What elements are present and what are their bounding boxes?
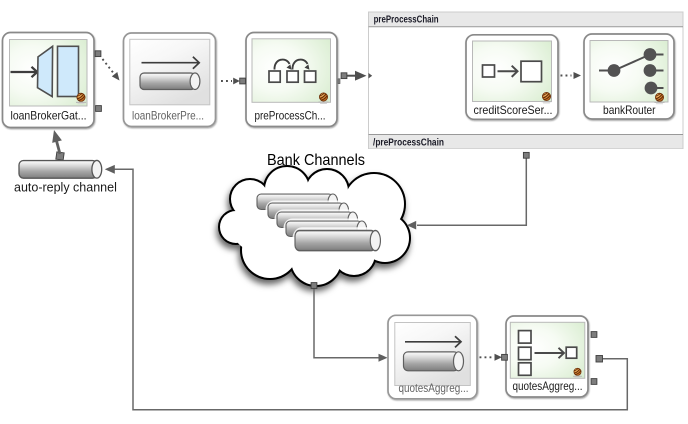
svg-text:Bank Channels: Bank Channels	[267, 152, 365, 169]
svg-text:auto-reply channel: auto-reply channel	[14, 181, 117, 195]
svg-text:bankRouter: bankRouter	[603, 103, 656, 117]
svg-text:quotesAggreg...: quotesAggreg...	[513, 379, 583, 393]
svg-text:preProcessCh...: preProcessCh...	[255, 109, 326, 123]
svg-text:quotesAggreg...: quotesAggreg...	[399, 381, 469, 395]
svg-text:/preProcessChain: /preProcessChain	[373, 136, 444, 148]
svg-text:loanBrokerGat...: loanBrokerGat...	[11, 109, 87, 123]
svg-text:loanBrokerPre...: loanBrokerPre...	[132, 109, 204, 123]
svg-text:preProcessChain: preProcessChain	[374, 14, 439, 26]
svg-text:creditScoreSer...: creditScoreSer...	[474, 103, 553, 117]
